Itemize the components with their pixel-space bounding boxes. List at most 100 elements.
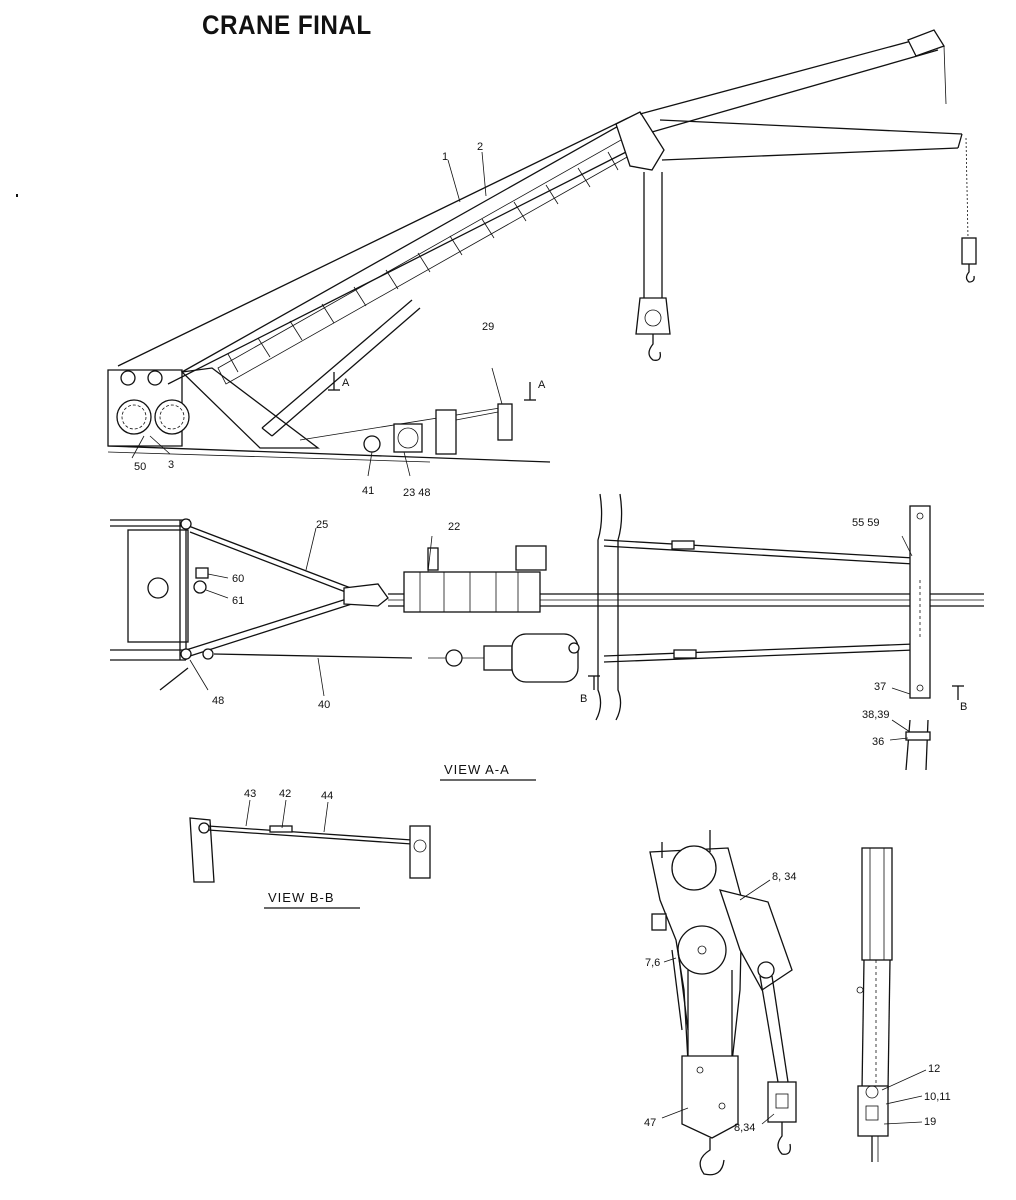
boom-lattice bbox=[227, 151, 619, 373]
callout-50: 50 bbox=[134, 461, 146, 473]
drum-3-inner bbox=[159, 404, 185, 430]
leader-44 bbox=[323, 801, 329, 833]
callout-2: 2 bbox=[477, 141, 483, 153]
leader-19 bbox=[883, 1121, 923, 1125]
callout-38-39: 38,39 bbox=[862, 709, 890, 721]
drawing-title: CRANE FINAL bbox=[202, 10, 372, 40]
main-hook bbox=[648, 334, 661, 361]
luffing-ram-left bbox=[261, 299, 413, 429]
tie-rod-7-6 bbox=[677, 949, 689, 1031]
leader-41 bbox=[367, 451, 373, 477]
callout-55-59: 55 59 bbox=[852, 517, 880, 529]
winch-23 bbox=[393, 423, 423, 453]
deck-line-lower bbox=[107, 451, 431, 463]
view-b-b bbox=[189, 799, 431, 883]
callout-60: 60 bbox=[232, 573, 244, 585]
heel-sheave-2 bbox=[147, 370, 163, 386]
side-rope-left bbox=[759, 975, 779, 1083]
callout-40: 40 bbox=[318, 699, 330, 711]
bridle-upper bbox=[185, 524, 357, 591]
margin-speck bbox=[16, 194, 18, 197]
callout-3: 3 bbox=[168, 459, 174, 471]
leader-23 bbox=[403, 451, 411, 477]
leader-2 bbox=[481, 151, 487, 197]
leader-40 bbox=[317, 657, 325, 697]
boom-box-section bbox=[217, 135, 637, 385]
leader-37 bbox=[891, 687, 911, 695]
mast-plate-37 bbox=[909, 505, 931, 699]
callout-23-48: 23 48 bbox=[403, 487, 431, 499]
clamp-38-39 bbox=[905, 731, 931, 741]
anchor-post-29 bbox=[497, 403, 513, 441]
boom-lower-chord bbox=[167, 147, 635, 385]
callout-10-11: 10,11 bbox=[924, 1091, 951, 1103]
hook-head-side-detail bbox=[649, 830, 797, 1176]
tie-rod-lower bbox=[603, 643, 915, 657]
tie-rod-upper bbox=[603, 539, 915, 559]
luffing-ram-right bbox=[271, 307, 421, 437]
column-left-edge bbox=[595, 493, 603, 721]
hook-head-front-detail bbox=[856, 847, 927, 1162]
crane-side-elevation bbox=[107, 29, 977, 477]
leader-8-34-top bbox=[739, 879, 771, 901]
front-column-right bbox=[887, 959, 891, 1091]
main-hook-block bbox=[635, 297, 671, 335]
plan-drum bbox=[511, 633, 579, 683]
front-head-frame bbox=[861, 847, 893, 961]
title-block: CRANE FINAL bbox=[0, 0, 1016, 60]
aux-arm-top bbox=[659, 119, 963, 135]
callout-47: 47 bbox=[644, 1117, 656, 1129]
callout-61: 61 bbox=[232, 595, 244, 607]
post-36-left bbox=[905, 719, 911, 771]
boom-rail bbox=[181, 123, 623, 373]
aux-hook-rope bbox=[965, 137, 969, 239]
jib-lower-chord bbox=[651, 49, 939, 133]
hook-47 bbox=[699, 1138, 725, 1176]
plate-60 bbox=[195, 567, 209, 579]
leader-1 bbox=[447, 159, 461, 203]
front-hook-block bbox=[857, 1085, 889, 1137]
sheave-41 bbox=[363, 435, 381, 453]
aux-hook bbox=[965, 264, 975, 283]
side-arm bbox=[719, 889, 793, 991]
callout-29: 29 bbox=[482, 321, 494, 333]
callout-b-right: B bbox=[960, 701, 967, 713]
leader-3 bbox=[149, 435, 171, 455]
aux-hook-block bbox=[961, 237, 977, 265]
leader-25 bbox=[305, 527, 317, 571]
winch-stand bbox=[435, 409, 457, 455]
callout-8-34-bottom: 8,34 bbox=[734, 1122, 755, 1134]
leader-43 bbox=[245, 799, 251, 827]
leader-10-11 bbox=[885, 1095, 923, 1105]
view-a-a-label: VIEW A-A bbox=[444, 762, 510, 777]
callout-41: 41 bbox=[362, 485, 374, 497]
leader-29 bbox=[491, 367, 503, 405]
pin-61 bbox=[193, 580, 207, 594]
leader-50 bbox=[131, 435, 145, 459]
callout-42: 42 bbox=[279, 788, 291, 800]
callout-37: 37 bbox=[874, 681, 886, 693]
callout-a-right: A bbox=[538, 379, 546, 391]
callout-8-34-top: 8, 34 bbox=[772, 871, 796, 883]
callout-36: 36 bbox=[872, 736, 884, 748]
leader-12 bbox=[881, 1069, 927, 1091]
callout-b-left: B bbox=[580, 693, 587, 705]
aux-arm-bottom bbox=[661, 147, 959, 161]
deck-line bbox=[107, 445, 551, 463]
leader-8-34-bottom bbox=[761, 1113, 775, 1125]
boom-upper-chord bbox=[117, 117, 629, 367]
main-block-47 bbox=[681, 1055, 739, 1139]
bb-left-post bbox=[189, 817, 215, 883]
leader-47 bbox=[661, 1107, 689, 1119]
leader-36 bbox=[889, 737, 909, 741]
front-column-left bbox=[861, 959, 865, 1091]
leader-7-6 bbox=[663, 957, 677, 963]
view-a-a-plan bbox=[110, 493, 984, 771]
pin-connector bbox=[343, 583, 389, 607]
bridle-lower bbox=[185, 595, 357, 651]
a-frame-gantry bbox=[180, 367, 320, 449]
winch-22 bbox=[403, 571, 541, 613]
pendant-40 bbox=[213, 653, 413, 659]
callout-1: 1 bbox=[442, 151, 448, 163]
leader-55-59 bbox=[901, 535, 913, 557]
